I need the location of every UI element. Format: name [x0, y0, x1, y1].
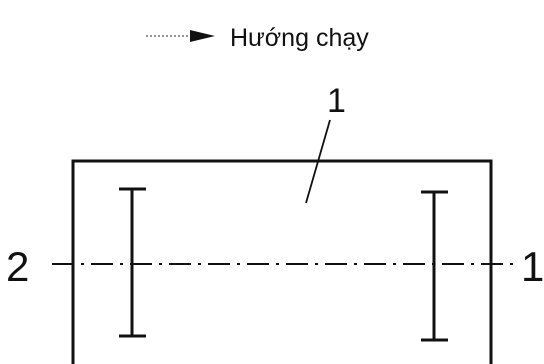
left-label: 2 [6, 243, 29, 290]
top-label: 1 [327, 82, 346, 120]
legend-direction-label: Hướng chạy [230, 24, 369, 52]
left-i-marker [119, 187, 146, 338]
legend-arrowhead [190, 30, 215, 42]
right-label: 1 [521, 243, 544, 290]
main-rectangle [71, 159, 493, 364]
right-i-marker [421, 190, 448, 342]
direction-legend: Hướng chạy [146, 24, 369, 52]
top-leader-line [305, 119, 331, 204]
